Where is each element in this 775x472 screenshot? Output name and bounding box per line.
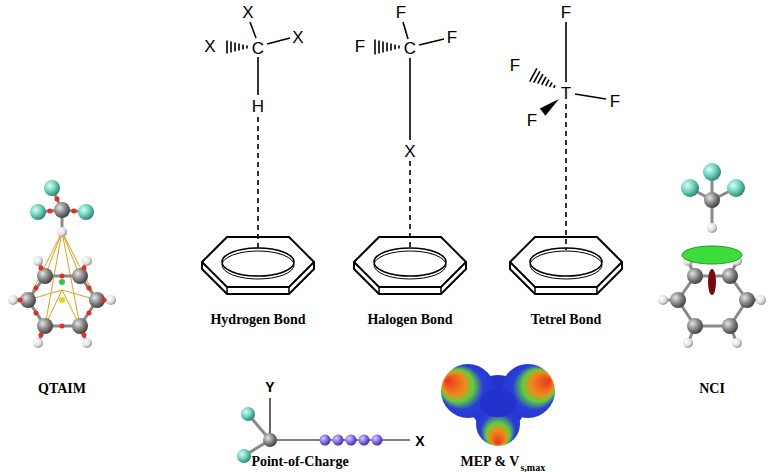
atom-label: X xyxy=(242,4,253,21)
tetrel-bond-molecule xyxy=(530,22,606,250)
caption-label: Halogen Bond xyxy=(367,313,452,327)
halogen-bond-molecule xyxy=(375,22,444,250)
atom-label: F xyxy=(355,38,365,55)
atom-label: F xyxy=(610,93,620,110)
axis-label: X xyxy=(415,434,424,448)
qtaim-molecule xyxy=(8,180,116,348)
nci-molecule xyxy=(658,163,766,348)
atom-label: H xyxy=(252,98,264,115)
atom-label: F xyxy=(396,4,406,21)
hydrogen-bond-molecule xyxy=(227,22,290,250)
axis-label: Y xyxy=(265,380,274,394)
atom-label: F xyxy=(561,4,571,21)
atom-label: X xyxy=(204,38,215,55)
mep-surface xyxy=(441,364,555,446)
caption-label: NCI xyxy=(699,382,725,396)
caption-label: Hydrogen Bond xyxy=(210,313,305,327)
caption-label: Tetrel Bond xyxy=(531,313,601,327)
atom-label: F xyxy=(510,57,520,74)
atom-label: C xyxy=(252,40,264,57)
atom-label: X xyxy=(404,143,415,160)
atom-label: X xyxy=(292,29,303,46)
atom-label: C xyxy=(404,40,416,57)
caption-label: Point-of-Charge xyxy=(251,455,348,469)
atom-label: F xyxy=(447,29,457,46)
atom-label: F xyxy=(527,112,537,129)
subscript-label: s,max xyxy=(520,463,545,472)
caption-label: QTAIM xyxy=(38,382,86,396)
caption-label: MEP & V xyxy=(461,455,520,469)
atom-label: T xyxy=(561,85,571,102)
point-of-charge-model xyxy=(237,398,410,463)
